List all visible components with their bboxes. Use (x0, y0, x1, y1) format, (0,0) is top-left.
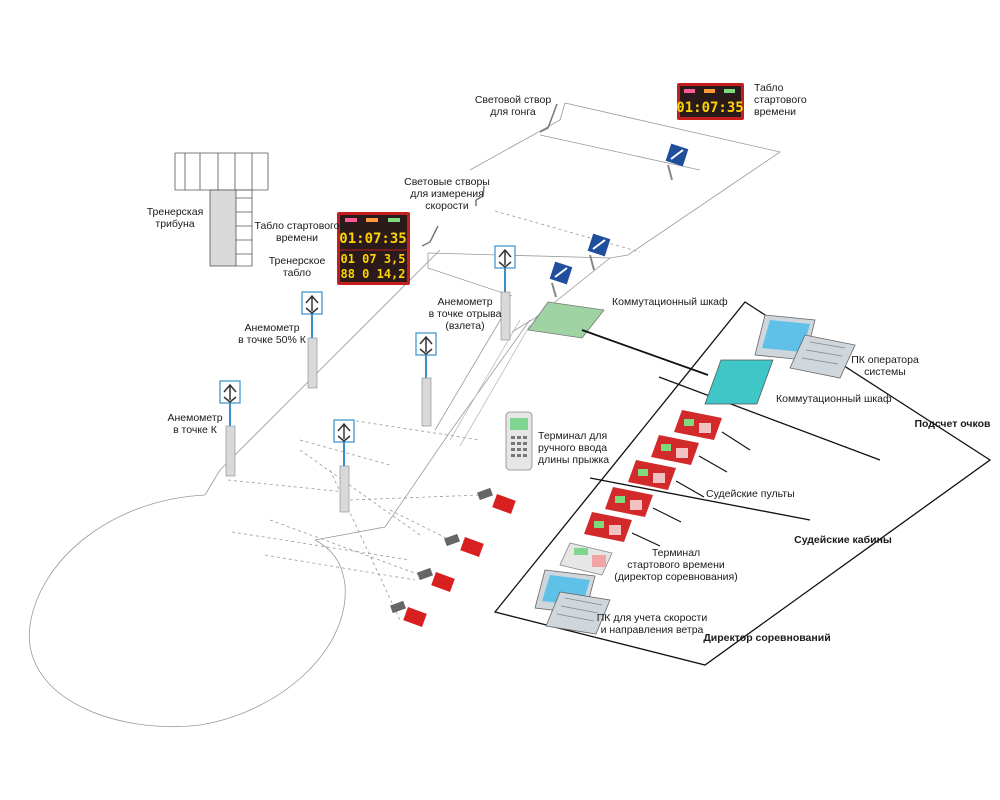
label-pc-operator: ПК оператора системы (851, 354, 919, 378)
judge-panel-2 (651, 435, 699, 465)
anemometer-50k (301, 291, 323, 389)
start-time-board-left: 01:07:35 01 07 3,5 88 0 14,2 (337, 212, 410, 285)
coach-stand (174, 152, 269, 267)
top-board-digits: 01:07:35 (676, 100, 743, 116)
label-switch-cabinet-field: Коммутационный шкаф (612, 296, 728, 308)
judge-panel-4 (605, 487, 653, 517)
camera-1 (477, 487, 516, 514)
zone-director: Директор соревнований (703, 632, 831, 644)
anemometer-mid-slope (415, 332, 437, 427)
control-building (493, 301, 992, 666)
judge-panels (584, 410, 751, 547)
pc-wind (534, 569, 611, 635)
gate-sensor-low (549, 261, 573, 298)
judge-panel-5 (584, 512, 632, 542)
anemometer-takeoff (494, 245, 516, 341)
gate-sensor-mid (587, 233, 611, 271)
label-coach-board: Тренерское табло (268, 255, 326, 279)
camera-4 (390, 600, 427, 627)
camera-2 (444, 533, 484, 557)
start-time-terminal (559, 542, 613, 576)
switch-cabinet-room (704, 359, 774, 405)
camera-3 (417, 567, 455, 592)
label-pc-wind: ПК для учета скорости и направления ветр… (596, 612, 708, 636)
label-start-board-top: Табло стартового времени (754, 82, 807, 118)
label-gong-gate: Световой створ для гонга (474, 94, 552, 118)
label-start-board-left: Табло стартового времени (254, 220, 340, 244)
label-judge-panels: Судейские пульты (706, 488, 795, 500)
zone-judges: Судейские кабины (794, 534, 892, 546)
judge-panel-3 (628, 460, 676, 490)
label-coach-stand: Тренерская трибуна (146, 206, 204, 230)
judge-panel-1 (674, 410, 722, 440)
distance-cameras (390, 487, 516, 627)
gate-sensor-top (665, 143, 689, 181)
light-gates (421, 103, 558, 247)
hill-outline (28, 102, 781, 728)
pc-operator (754, 314, 856, 379)
label-manual-terminal: Терминал для ручного ввода длины прыжка (538, 430, 610, 466)
left-board-digits: 01:07:35 (339, 231, 406, 247)
label-anemometer-50k: Анемометр в точке 50% К (238, 322, 306, 346)
coach-board-row-1: 01 07 3,5 (340, 252, 405, 266)
gate-sensors (549, 143, 689, 298)
label-anemometer-takeoff: Анемометр в точке отрыва (взлета) (428, 296, 502, 332)
start-time-board-top: 01:07:35 (676, 83, 744, 120)
anemometers (219, 245, 516, 513)
anemometer-lower (333, 419, 355, 513)
manual-entry-terminal (505, 411, 533, 471)
switch-cabinet-field (527, 301, 709, 376)
label-start-terminal: Терминал стартового времени (директор со… (614, 547, 738, 583)
label-switch-cabinet-room: Коммутационный шкаф (776, 393, 892, 405)
coach-board-row-2: 88 0 14,2 (340, 267, 405, 281)
label-speed-gates: Световые створы для измерения скорости (404, 176, 490, 212)
anemometer-k (219, 380, 241, 477)
label-anemometer-k: Анемометр в точке К (167, 412, 223, 436)
zone-scoring: Подсчет очков (914, 418, 991, 430)
